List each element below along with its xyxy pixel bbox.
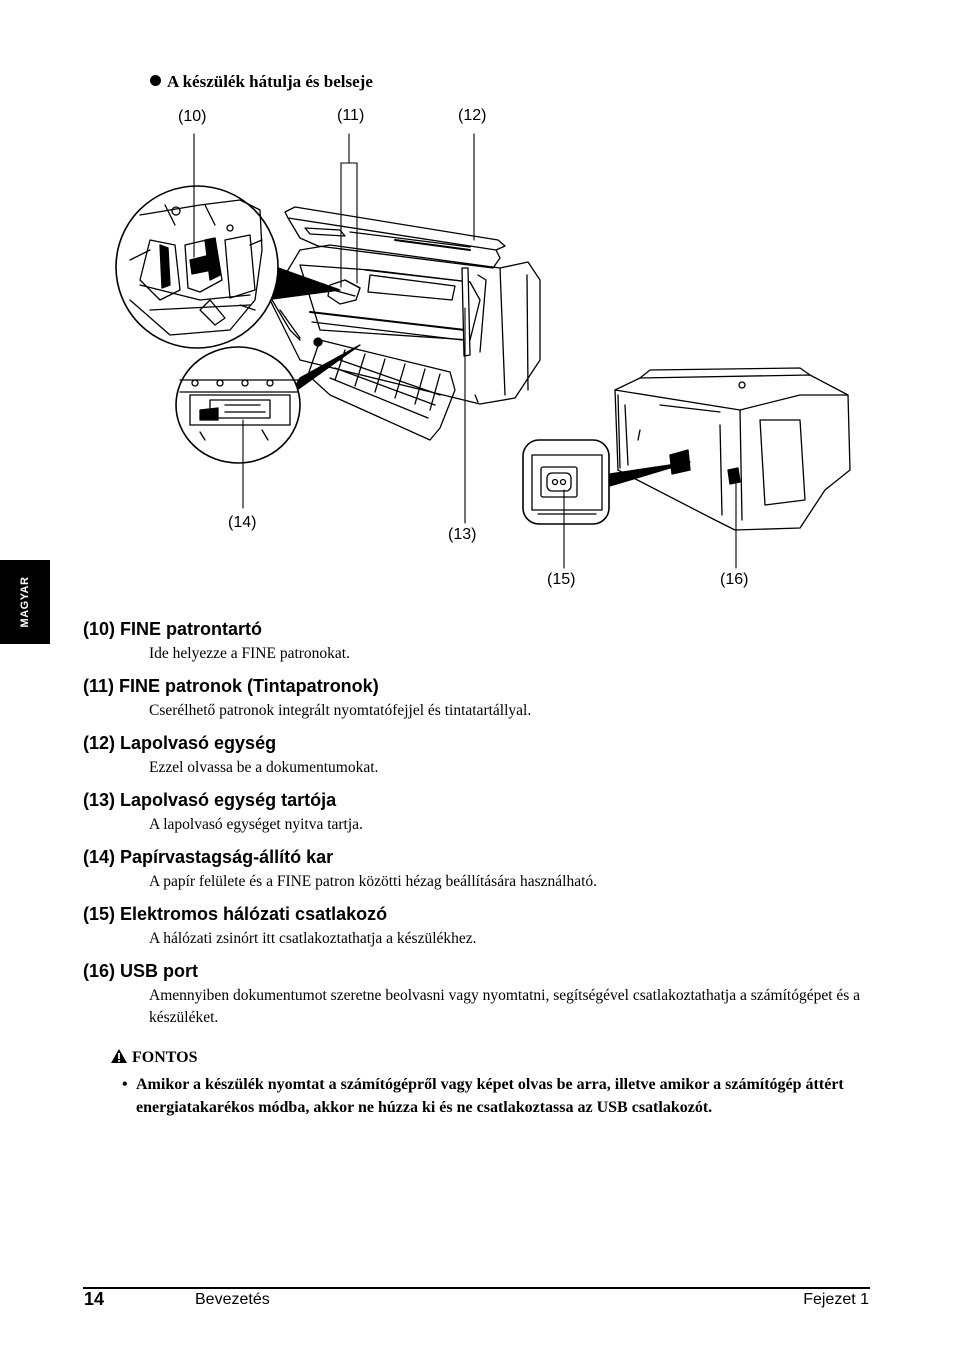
section-heading: A készülék hátulja és belseje xyxy=(150,72,373,92)
important-note: FONTOS Amikor a készülék nyomtat a számí… xyxy=(110,1047,850,1119)
definition-term: (14) Papírvastagság-állító kar xyxy=(83,847,334,867)
definition-term: (10) FINE patrontartó xyxy=(83,619,263,639)
definition-term: (11) FINE patronok (Tintapatronok) xyxy=(83,676,379,696)
footer-chapter: Fejezet 1 xyxy=(803,1291,869,1308)
callout-14: (14) xyxy=(228,514,257,531)
footer-rule xyxy=(83,1287,870,1289)
definition-desc: Ide helyezze a FINE patronokat. xyxy=(149,645,350,662)
definition-term: (15) Elektromos hálózati csatlakozó xyxy=(83,904,388,924)
definition-item: (16) USB port Amennyiben dokumentumot sz… xyxy=(83,959,873,1029)
definition-desc: A papír felülete és a FINE patron között… xyxy=(149,873,598,890)
power-connector-closeup xyxy=(522,439,610,525)
definition-term: (12) Lapolvasó egység xyxy=(83,733,277,753)
note-title-row: FONTOS xyxy=(110,1047,850,1071)
callout-leader-lines xyxy=(193,133,737,569)
callout-15: (15) xyxy=(547,571,576,588)
callout-13: (13) xyxy=(448,526,477,543)
callout-16: (16) xyxy=(720,571,749,588)
printer-interior-drawing xyxy=(269,206,541,441)
definition-desc: Cserélhető patronok integrált nyomtatófe… xyxy=(149,702,532,719)
definition-item: (13) Lapolvasó egység tartója A lapolvas… xyxy=(83,788,873,836)
definition-item: (11) FINE patronok (Tintapatronok) Cseré… xyxy=(83,674,873,722)
printer-rear-drawing xyxy=(614,367,851,531)
cartridge-holder-closeup xyxy=(115,185,279,349)
definition-term: (16) USB port xyxy=(83,961,199,981)
callout-12: (12) xyxy=(458,107,487,124)
definition-desc: Amennyiben dokumentumot szeretne beolvas… xyxy=(149,987,861,1026)
definition-desc: A hálózati zsinórt itt csatlakoztathatja… xyxy=(149,930,477,947)
definition-term: (13) Lapolvasó egység tartója xyxy=(83,790,337,810)
callout-11: (11) xyxy=(337,107,365,124)
section-heading-text: A készülék hátulja és belseje xyxy=(167,72,373,91)
warning-triangle-icon xyxy=(110,1048,128,1071)
definition-item: (14) Papírvastagság-állító kar A papír f… xyxy=(83,845,873,893)
definition-item: (10) FINE patrontartó Ide helyezze a FIN… xyxy=(83,617,873,665)
zoom-pointer xyxy=(289,344,361,396)
definition-desc: Ezzel olvassa be a dokumentumokat. xyxy=(149,759,379,776)
callout-10: (10) xyxy=(178,108,207,125)
language-side-tab: MAGYAR xyxy=(0,560,50,644)
paper-lever-closeup xyxy=(175,346,301,464)
printer-illustration xyxy=(115,133,851,569)
footer-section-title: Bevezetés xyxy=(195,1291,270,1308)
definition-item: (15) Elektromos hálózati csatlakozó A há… xyxy=(83,902,873,950)
parts-definition-list: (10) FINE patrontartó Ide helyezze a FIN… xyxy=(83,617,873,1038)
definition-desc: A lapolvasó egységet nyitva tartja. xyxy=(149,816,363,833)
bullet-icon xyxy=(150,75,161,86)
definition-item: (12) Lapolvasó egység Ezzel olvassa be a… xyxy=(83,731,873,779)
page-number: 14 xyxy=(84,1289,105,1309)
note-title: FONTOS xyxy=(132,1049,198,1066)
note-text: Amikor a készülék nyomtat a számítógéprő… xyxy=(110,1073,850,1119)
